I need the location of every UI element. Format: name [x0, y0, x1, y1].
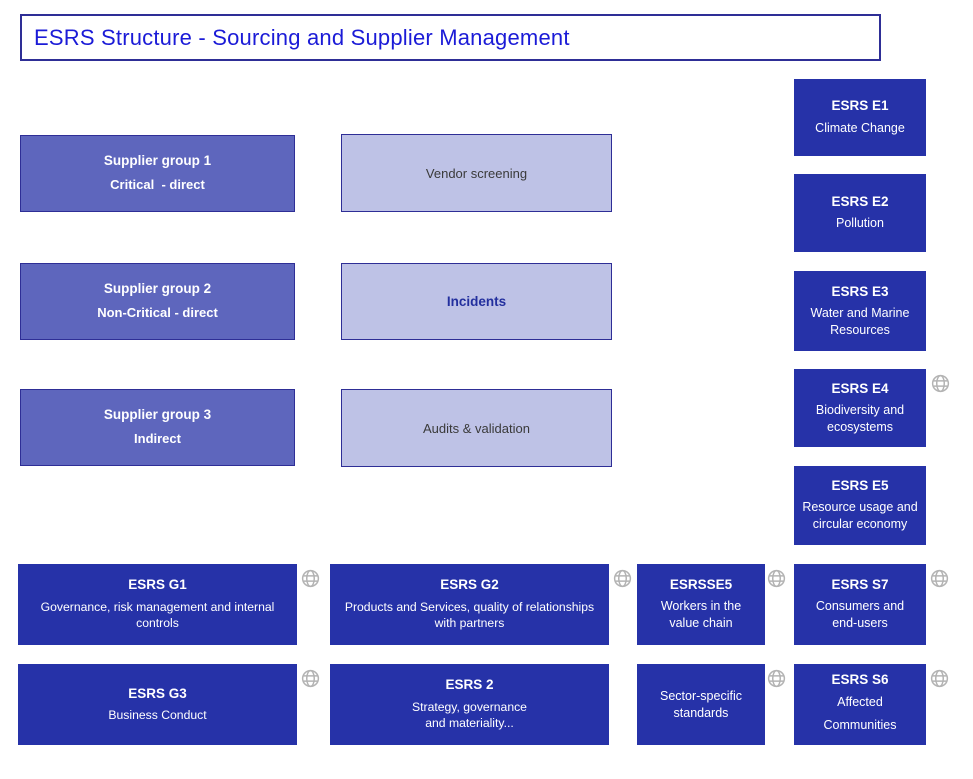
supplier-group-3-subtitle: Indirect [134, 431, 181, 447]
sector-specific-standards-box: Sector-specific standards [637, 664, 765, 745]
supplier-group-3-title: Supplier group 3 [103, 407, 212, 423]
esrs-se5-code: ESRSSE5 [669, 577, 733, 593]
esrs-e4-box: ESRS E4 Biodiversity and ecosystems [794, 369, 926, 447]
esrs-e2-box: ESRS E2 Pollution [794, 174, 926, 252]
audits-validation-box: Audits & validation [341, 389, 612, 467]
esrs-s6-name: Affected Communities [823, 694, 897, 733]
globe-icon [300, 568, 321, 589]
audits-validation-label: Audits & validation [423, 420, 530, 436]
supplier-group-1-title: Supplier group 1 [103, 153, 212, 169]
esrs-g3-code: ESRS G3 [128, 685, 187, 701]
esrs-e2-name: Pollution [836, 216, 884, 231]
esrs-se5-box: ESRSSE5 Workers in the value chain [637, 564, 765, 645]
esrs-e1-name: Climate Change [815, 120, 905, 135]
esrs-g3-box: ESRS G3 Business Conduct [18, 664, 297, 745]
diagram-title-box: ESRS Structure - Sourcing and Supplier M… [20, 14, 881, 61]
esrs-2-name: Strategy, governance and materiality... [412, 699, 527, 731]
esrs-g1-box: ESRS G1 Governance, risk management and … [18, 564, 297, 645]
supplier-group-2-box: Supplier group 2 Non-Critical - direct [20, 263, 295, 340]
globe-icon [929, 568, 950, 589]
esrs-s6-box: ESRS S6 Affected Communities [794, 664, 926, 745]
esrs-g3-name: Business Conduct [108, 707, 207, 722]
globe-icon [766, 568, 787, 589]
vendor-screening-box: Vendor screening [341, 134, 612, 212]
esrs-e3-box: ESRS E3 Water and Marine Resources [794, 271, 926, 351]
esrs-2-code: ESRS 2 [445, 677, 494, 693]
esrs-s7-code: ESRS S7 [831, 577, 889, 593]
incidents-box: Incidents [341, 263, 612, 340]
esrs-2-box: ESRS 2 Strategy, governance and material… [330, 664, 609, 745]
globe-icon [930, 373, 951, 394]
diagram-title: ESRS Structure - Sourcing and Supplier M… [34, 24, 570, 50]
esrs-e5-box: ESRS E5 Resource usage and circular econ… [794, 466, 926, 545]
esrs-g2-box: ESRS G2 Products and Services, quality o… [330, 564, 609, 645]
globe-icon [766, 668, 787, 689]
vendor-screening-label: Vendor screening [425, 165, 528, 181]
esrs-e1-code: ESRS E1 [831, 98, 889, 114]
supplier-group-1-box: Supplier group 1 Critical - direct [20, 135, 295, 212]
esrs-e4-name: Biodiversity and ecosystems [815, 402, 905, 434]
globe-icon [300, 668, 321, 689]
supplier-group-3-box: Supplier group 3 Indirect [20, 389, 295, 466]
incidents-label: Incidents [446, 294, 507, 309]
supplier-group-1-subtitle: Critical - direct [110, 177, 205, 193]
esrs-s7-name: Consumers and end-users [815, 599, 905, 631]
esrs-e3-code: ESRS E3 [831, 283, 889, 299]
esrs-e5-name: Resource usage and circular economy [802, 500, 918, 532]
esrs-se5-name: Workers in the value chain [660, 599, 742, 631]
supplier-group-2-title: Supplier group 2 [103, 281, 212, 297]
esrs-g1-code: ESRS G1 [128, 577, 187, 593]
globe-icon [929, 668, 950, 689]
esrs-e2-code: ESRS E2 [831, 193, 889, 209]
esrs-s7-box: ESRS S7 Consumers and end-users [794, 564, 926, 645]
esrs-e3-name: Water and Marine Resources [810, 305, 910, 337]
esrs-g2-name: Products and Services, quality of relati… [344, 599, 595, 631]
esrs-g1-name: Governance, risk management and internal… [40, 599, 275, 631]
esrs-e4-code: ESRS E4 [831, 380, 889, 396]
globe-icon [612, 568, 633, 589]
esrs-s6-code: ESRS S6 [831, 671, 889, 687]
esrs-e1-box: ESRS E1 Climate Change [794, 79, 926, 156]
supplier-group-2-subtitle: Non-Critical - direct [97, 305, 218, 321]
sector-specific-standards-name: Sector-specific standards [660, 688, 742, 720]
esrs-e5-code: ESRS E5 [831, 478, 889, 494]
esrs-g2-code: ESRS G2 [440, 577, 499, 593]
